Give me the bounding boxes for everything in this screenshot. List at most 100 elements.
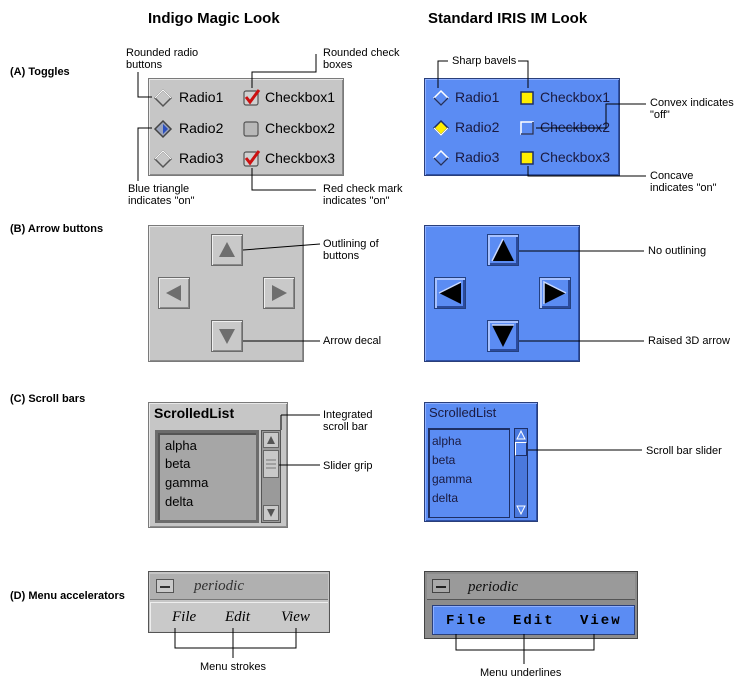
section-label-arrows: (B) Arrow buttons	[10, 223, 104, 235]
callout-slider-grip: Slider grip	[323, 460, 373, 472]
scrolledlist-list[interactable]	[155, 430, 259, 523]
callout-arrow-decal: Arrow decal	[323, 335, 382, 347]
minus-icon	[436, 586, 446, 588]
arrow-right-button[interactable]	[263, 277, 295, 309]
radio2-label: Radio2	[179, 120, 224, 136]
scroll-down-button[interactable]	[263, 505, 279, 521]
arrow-down-button[interactable]	[487, 320, 519, 352]
menu-edit[interactable]: Edit	[513, 613, 555, 629]
section-label-toggles: (A) Toggles	[10, 66, 70, 78]
radio-off-icon[interactable]	[432, 149, 450, 167]
menu-file[interactable]: File	[172, 609, 197, 625]
callout-integrated-scroll: Integrated scroll bar	[323, 409, 373, 433]
callout-menu-underlines: Menu underlines	[480, 667, 562, 679]
radio-on-icon[interactable]	[153, 119, 173, 139]
arrow-right-icon	[272, 285, 287, 301]
arrow-up-icon	[491, 238, 514, 262]
checkbox-off-icon[interactable]	[519, 120, 535, 136]
checkbox3-label: Checkbox3	[540, 149, 611, 165]
callout-rounded-radio: Rounded radio buttons	[126, 47, 199, 71]
arrow-right-button[interactable]	[539, 277, 571, 309]
minus-icon	[160, 586, 170, 588]
callout-menu-strokes: Menu strokes	[200, 661, 267, 673]
checkbox2-label: Checkbox2	[540, 119, 611, 135]
arrow-right-icon	[543, 280, 567, 304]
list-item[interactable]: delta	[432, 491, 459, 505]
checkbox-on-icon[interactable]	[519, 150, 535, 166]
scrolledlist-title: ScrolledList	[154, 405, 235, 421]
radio-off-icon[interactable]	[432, 89, 450, 107]
list-item[interactable]: alpha	[165, 438, 197, 453]
section-label-menus: (D) Menu accelerators	[10, 590, 125, 602]
menu-edit[interactable]: Edit	[225, 609, 250, 625]
checkbox-unchecked-icon[interactable]	[242, 119, 262, 139]
right-column-title: Standard IRIS IM Look	[428, 10, 588, 27]
callout-blue-triangle: Blue triangle indicates "on"	[128, 183, 195, 207]
list-item[interactable]: gamma	[165, 475, 209, 490]
checkbox3-label: Checkbox3	[265, 150, 336, 166]
scrolledlist-title: ScrolledList	[429, 405, 497, 420]
scroll-up-icon	[267, 436, 275, 444]
radio2-label: Radio2	[455, 119, 500, 135]
arrow-up-icon	[219, 242, 235, 257]
checkbox2-label: Checkbox2	[265, 120, 336, 136]
radio1-label: Radio1	[179, 89, 224, 105]
arrow-up-button[interactable]	[211, 234, 243, 266]
menu-view[interactable]: View	[281, 609, 310, 625]
callout-outlining: Outlining of buttons	[323, 238, 379, 262]
arrow-down-icon	[492, 324, 514, 347]
section-label-scrollbars: (C) Scroll bars	[10, 393, 86, 405]
checkbox-on-icon[interactable]	[519, 90, 535, 106]
window-menu-button[interactable]	[432, 579, 450, 593]
list-item[interactable]: gamma	[432, 472, 473, 486]
window-menu-button[interactable]	[156, 579, 174, 593]
callout-rounded-check: Rounded check boxes	[323, 47, 400, 71]
scroll-slider[interactable]	[263, 450, 279, 478]
scroll-down-icon[interactable]	[515, 504, 527, 516]
callout-scroll-slider: Scroll bar slider	[646, 445, 722, 457]
window-title: periodic	[194, 578, 244, 594]
scroll-up-icon[interactable]	[515, 429, 527, 441]
radio3-label: Radio3	[179, 150, 224, 166]
list-item[interactable]: beta	[432, 453, 456, 467]
menu-view[interactable]: View	[580, 613, 622, 629]
window-titlebar[interactable]	[427, 574, 635, 600]
checkbox1-label: Checkbox1	[265, 89, 336, 105]
arrow-left-icon	[166, 285, 181, 301]
arrow-down-button[interactable]	[211, 320, 243, 352]
checkbox-checked-icon[interactable]	[242, 88, 262, 108]
scroll-slider[interactable]	[515, 442, 527, 456]
menubar	[432, 605, 635, 635]
checkbox-checked-icon[interactable]	[242, 149, 262, 169]
callout-red-check: Red check mark indicates "on"	[323, 183, 403, 207]
radio-on-icon[interactable]	[432, 119, 450, 137]
scroll-down-icon	[267, 509, 275, 517]
arrow-down-icon	[219, 329, 235, 344]
radio1-label: Radio1	[455, 89, 500, 105]
arrow-left-icon	[438, 281, 462, 304]
scrolledlist-list[interactable]	[428, 428, 510, 518]
checkbox1-label: Checkbox1	[540, 89, 611, 105]
callout-raised-3d: Raised 3D arrow	[648, 335, 730, 347]
menu-file[interactable]: File	[446, 613, 488, 629]
window-title: periodic	[468, 579, 518, 595]
radio3-label: Radio3	[455, 149, 500, 165]
arrow-left-button[interactable]	[158, 277, 190, 309]
list-item[interactable]: alpha	[432, 434, 462, 448]
list-item[interactable]: beta	[165, 456, 191, 471]
scroll-up-button[interactable]	[263, 432, 279, 448]
callout-no-outlining: No outlining	[648, 245, 707, 257]
list-item[interactable]: delta	[165, 494, 194, 509]
left-column-title: Indigo Magic Look	[148, 10, 280, 27]
callout-concave-on: Concave indicates "on"	[650, 170, 717, 194]
arrow-up-button[interactable]	[487, 234, 519, 266]
arrow-left-button[interactable]	[434, 277, 466, 309]
slider-grip-icon	[266, 459, 276, 469]
window-titlebar[interactable]	[150, 574, 328, 600]
callout-convex-off: Convex indicates "off"	[650, 97, 734, 121]
radio-off-icon[interactable]	[153, 88, 173, 108]
callout-sharp-bevels: Sharp bavels	[452, 55, 517, 67]
radio-off-icon[interactable]	[153, 149, 173, 169]
menubar	[150, 602, 328, 631]
